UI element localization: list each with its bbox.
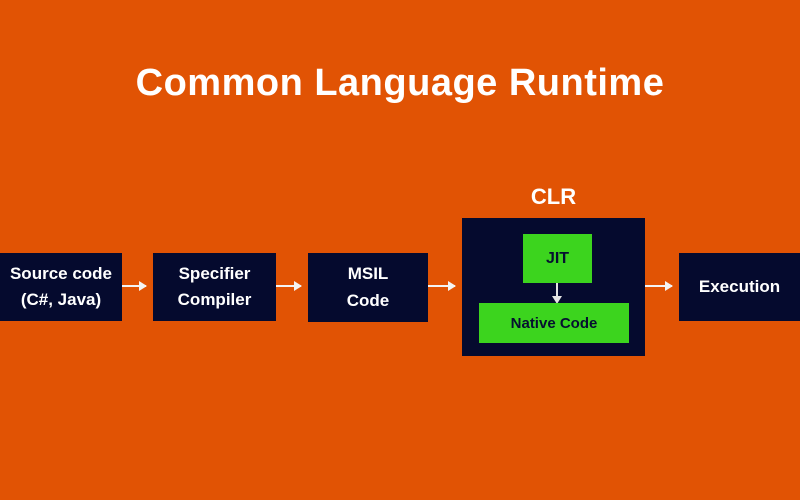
node-msil-code-line1: MSIL bbox=[347, 264, 389, 284]
node-source-code-line1: Source code bbox=[9, 263, 113, 283]
node-msil-code-line2: Code bbox=[346, 290, 390, 310]
clr-container: JIT Native Code bbox=[462, 218, 645, 356]
node-source-code-line2: (C#, Java) bbox=[20, 290, 102, 309]
diagram-title: Common Language Runtime bbox=[135, 62, 665, 104]
flow-arrow-compiler-to-msil bbox=[276, 281, 302, 291]
node-execution-label: Execution bbox=[698, 276, 781, 296]
clr-label: CLR bbox=[530, 184, 577, 209]
node-native-code-label: Native Code bbox=[510, 314, 598, 332]
node-execution: Execution bbox=[679, 253, 800, 321]
flow-arrow-msil-to-clr bbox=[428, 281, 456, 291]
node-specifier-compiler-line2: Compiler bbox=[177, 290, 252, 309]
node-source-code: Source code (C#, Java) bbox=[0, 253, 122, 321]
node-msil-code: MSIL Code bbox=[308, 253, 428, 322]
node-specifier-compiler-line1: Specifier bbox=[178, 263, 251, 283]
node-jit: JIT bbox=[523, 234, 592, 283]
node-specifier-compiler: Specifier Compiler bbox=[153, 253, 276, 321]
jit-to-native-arrow bbox=[552, 283, 562, 304]
flow-arrow-clr-to-execution bbox=[645, 281, 673, 291]
node-native-code: Native Code bbox=[479, 303, 629, 343]
node-jit-label: JIT bbox=[545, 249, 570, 267]
flow-arrow-source-to-compiler bbox=[122, 281, 147, 291]
